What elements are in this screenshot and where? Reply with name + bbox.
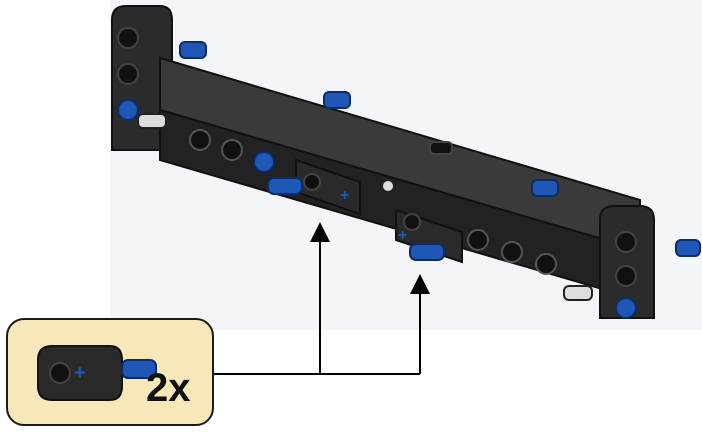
right-l-beam [599, 205, 655, 319]
parts-callout: + [6, 318, 214, 426]
friction-connector-part-icon: + [37, 345, 157, 401]
placement-arrows [214, 222, 430, 375]
svg-text:+: + [398, 227, 407, 244]
quantity-label: 2x [146, 366, 191, 410]
gray-connectors [137, 113, 593, 301]
svg-text:+: + [74, 362, 86, 384]
installed-friction-connector-2: + [395, 208, 463, 264]
top-blue-pins [179, 41, 701, 257]
svg-text:+: + [340, 187, 349, 204]
installed-friction-connector-1: + [267, 158, 361, 216]
